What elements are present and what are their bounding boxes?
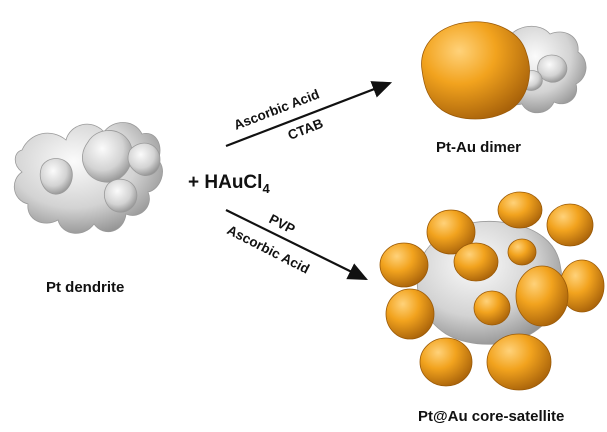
pt-au-dimer-particle <box>421 21 587 120</box>
start-label: Pt dendrite <box>46 279 124 296</box>
reagent-label: + HAuCl4 <box>188 172 270 196</box>
reagent-subscript: 4 <box>262 181 270 196</box>
reagent-prefix: + HAuCl <box>188 172 262 193</box>
upper-reaction-arrow <box>225 81 393 148</box>
lower-reaction-arrow <box>225 209 368 280</box>
pt-au-core-satellite-particle <box>379 191 605 391</box>
pt-dendrite-particle <box>14 122 163 234</box>
upper-product-label: Pt-Au dimer <box>436 139 521 156</box>
lower-product-label: Pt@Au core-satellite <box>418 408 564 425</box>
